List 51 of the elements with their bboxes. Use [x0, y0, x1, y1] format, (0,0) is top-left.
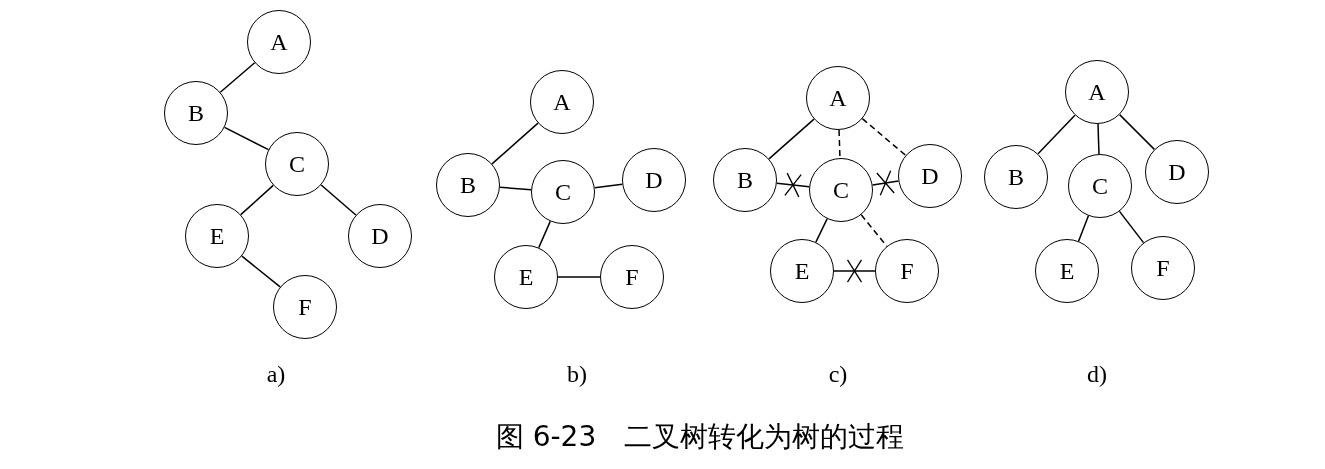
tree-node: B [436, 153, 500, 217]
tree-edge [240, 184, 274, 216]
tree-edge [594, 183, 623, 189]
tree-node: A [1065, 60, 1129, 124]
subfigure-label: c) [828, 361, 848, 388]
tree-node: D [622, 148, 686, 212]
tree-edge [838, 129, 841, 159]
tree-edge [1037, 114, 1076, 155]
subfigure-label: d) [1087, 361, 1107, 388]
tree-node: C [809, 158, 873, 222]
tree-node: C [1068, 154, 1132, 218]
tree-edge [320, 184, 357, 216]
tree-node: C [265, 132, 329, 196]
tree-node: C [531, 160, 595, 224]
tree-node: D [898, 144, 962, 208]
figure-caption: 图 6-23 二叉树转化为树的过程 [495, 419, 905, 455]
tree-node: F [875, 239, 939, 303]
tree-edge [1097, 123, 1100, 155]
tree-node: E [185, 204, 249, 268]
tree-edge [815, 218, 828, 243]
tree-edge [1077, 215, 1090, 242]
tree-node: A [247, 10, 311, 74]
subfigure-label: a) [266, 361, 286, 388]
tree-edge [499, 186, 532, 191]
tree-edge [557, 276, 601, 278]
tree-edge [1118, 210, 1145, 244]
tree-edge [223, 126, 270, 151]
tree-node: A [806, 66, 870, 130]
tree-node: B [713, 148, 777, 212]
tree-node: F [273, 275, 337, 339]
tree-node: E [770, 239, 834, 303]
tree-node: B [164, 81, 228, 145]
tree-edge [241, 255, 281, 288]
tree-node: D [348, 204, 412, 268]
tree-edge [1118, 113, 1156, 151]
tree-edge [776, 182, 810, 188]
tree-edge [219, 62, 256, 93]
tree-node: F [1131, 236, 1195, 300]
tree-edge [861, 117, 907, 157]
tree-node: D [1145, 140, 1209, 204]
tree-edge [768, 118, 815, 160]
tree-edge [871, 180, 900, 186]
tree-node: F [600, 245, 664, 309]
tree-edge [491, 122, 539, 165]
tree-node: A [530, 70, 594, 134]
tree-node: B [984, 145, 1048, 209]
subfigure-label: b) [567, 361, 587, 388]
tree-node: E [1035, 239, 1099, 303]
tree-node: E [494, 245, 558, 309]
tree-edge [538, 220, 551, 249]
tree-edge [833, 270, 876, 272]
